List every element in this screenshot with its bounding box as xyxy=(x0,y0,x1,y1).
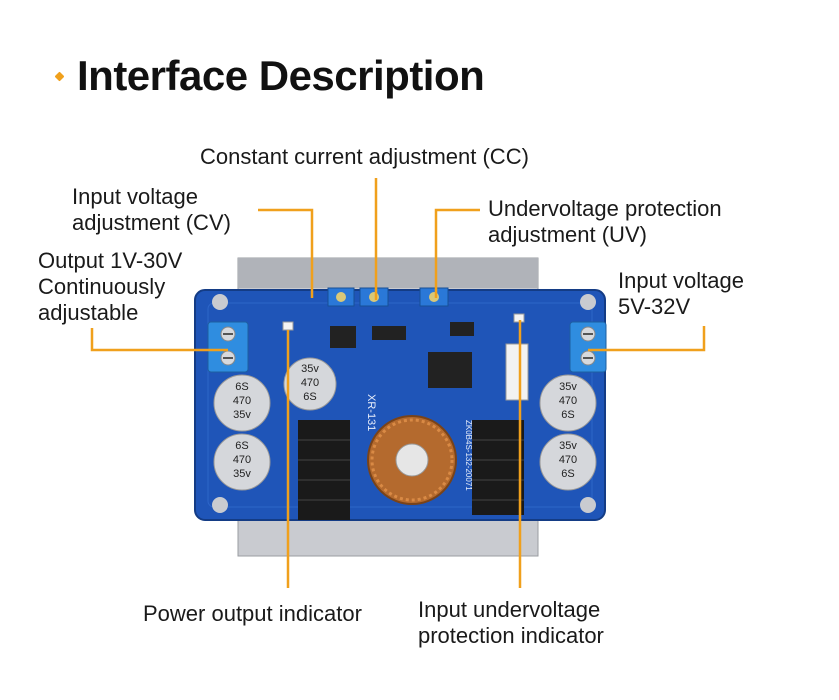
uv-label-line2: adjustment (UV) xyxy=(488,222,647,247)
capacitor: 35v 470 6S xyxy=(539,374,597,432)
heatsink-right xyxy=(472,420,524,515)
output-callout-line xyxy=(90,328,228,352)
power-output-led xyxy=(282,321,294,331)
cv-callout-line xyxy=(258,208,314,298)
cc-label: Constant current adjustment (CC) xyxy=(200,144,529,169)
cv-label-line2: adjustment (CV) xyxy=(72,210,231,235)
cv-potentiometer xyxy=(327,287,355,307)
svg-text:6S: 6S xyxy=(561,468,574,480)
svg-text:470: 470 xyxy=(233,454,251,466)
capacitor: 6S 470 35v xyxy=(213,433,271,491)
uv-label: Undervoltage protection adjustment (UV) xyxy=(488,196,722,248)
small-ic xyxy=(330,326,356,348)
controller-ic xyxy=(428,352,472,388)
uv-indicator-label-line2: protection indicator xyxy=(418,623,604,648)
input-label-line1: Input voltage xyxy=(618,268,744,293)
output-label-line2: Continuously xyxy=(38,274,166,299)
svg-text:470: 470 xyxy=(559,454,577,466)
svg-text:35v: 35v xyxy=(559,440,577,452)
svg-text:35v: 35v xyxy=(301,363,319,375)
toroid-inductor xyxy=(367,415,457,505)
heatsink-left xyxy=(298,420,350,520)
input-terminal xyxy=(569,321,607,373)
svg-text:6S: 6S xyxy=(561,409,574,421)
mount-hole xyxy=(580,497,596,513)
uv-indicator-label-line1: Input undervoltage xyxy=(418,597,601,622)
input-label-line2: 5V-32V xyxy=(618,294,691,319)
svg-text:6S: 6S xyxy=(303,391,316,403)
input-callout-line xyxy=(588,326,706,352)
output-label-line1: Output 1V-30V xyxy=(38,248,183,273)
svg-text:470: 470 xyxy=(233,395,251,407)
input-label: Input voltage 5V-32V xyxy=(618,268,744,320)
mount-hole xyxy=(212,294,228,310)
output-label-line3: adjustable xyxy=(38,300,139,325)
capacitor: 35v 470 6S xyxy=(539,433,597,491)
svg-text:6S: 6S xyxy=(235,381,248,393)
model-silkscreen: XR-131 xyxy=(365,394,377,431)
output-terminal xyxy=(207,321,249,373)
uv-label-line1: Undervoltage protection xyxy=(488,196,722,221)
svg-text:35v: 35v xyxy=(233,468,251,480)
capacitor: 6S 470 35v xyxy=(213,374,271,432)
svg-text:470: 470 xyxy=(301,377,319,389)
callout-lines xyxy=(90,178,706,588)
pcb-code-silkscreen: ZK0B4S-132-20071 xyxy=(464,420,473,491)
uv-indicator-label: Input undervoltage protection indicator xyxy=(418,597,604,649)
page-title: Interface Description xyxy=(77,52,485,99)
mount-hole xyxy=(580,294,596,310)
svg-text:6S: 6S xyxy=(235,440,248,452)
output-label: Output 1V-30V Continuously adjustable xyxy=(38,248,182,326)
capacitor: 35v 470 6S xyxy=(283,357,337,411)
title-block: Interface Description xyxy=(54,52,485,100)
power-indicator-label: Power output indicator xyxy=(143,601,362,626)
uv-callout-line xyxy=(434,208,480,298)
uv-potentiometer xyxy=(419,287,449,307)
cv-label-line1: Input voltage xyxy=(72,184,198,209)
small-ic xyxy=(450,322,474,336)
mount-hole xyxy=(212,497,228,513)
switch xyxy=(505,343,529,401)
cc-potentiometer xyxy=(359,287,389,307)
cv-label: Input voltage adjustment (CV) xyxy=(72,184,231,236)
svg-text:35v: 35v xyxy=(559,381,577,393)
svg-text:470: 470 xyxy=(559,395,577,407)
small-ic xyxy=(372,326,406,340)
svg-text:35v: 35v xyxy=(233,409,251,421)
